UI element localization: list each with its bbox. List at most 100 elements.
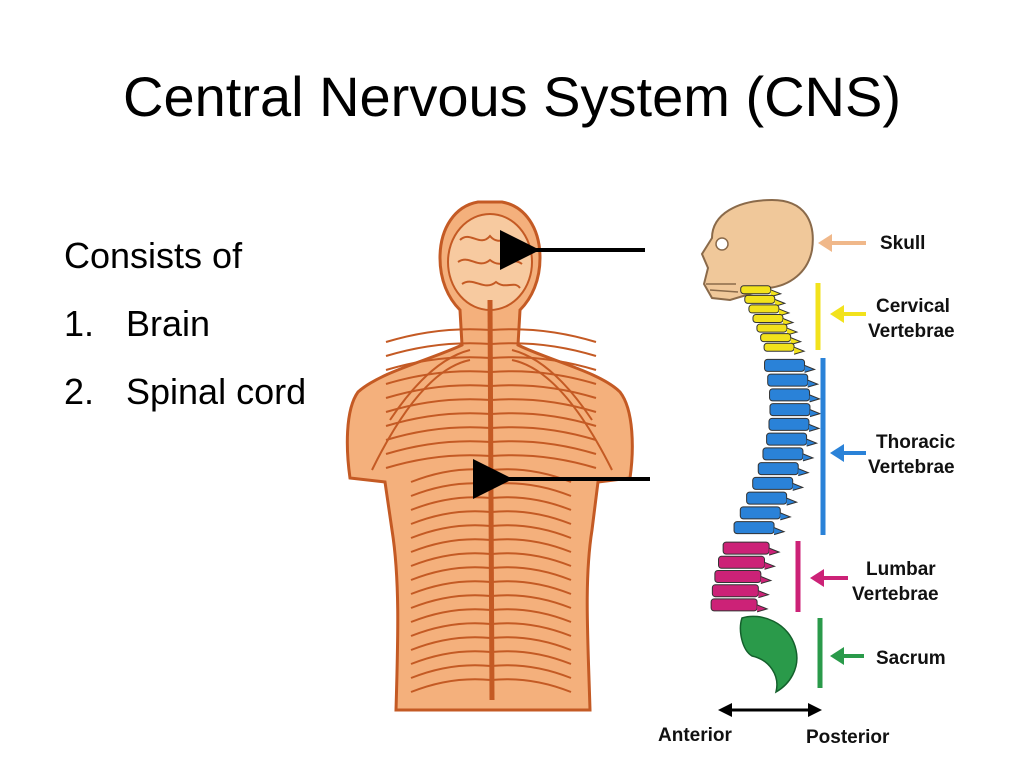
vertebra-process (792, 482, 805, 491)
cervical-arrow (830, 305, 866, 323)
vertebra (739, 506, 781, 520)
vertebra-process (798, 468, 810, 477)
skull-eye-socket (715, 237, 729, 251)
vertebra-process (802, 453, 815, 462)
bullet-list: Consists of 1.Brain 2.Spinal cord (64, 222, 306, 426)
item-number: 2. (64, 371, 95, 412)
nerve-branch (490, 622, 572, 637)
nerve-branch (490, 356, 597, 371)
vertebra (752, 476, 794, 490)
nerve-branch (371, 359, 471, 471)
vertebra (748, 304, 780, 314)
spinal-nerves (371, 328, 613, 693)
anterior-label: Anterior (658, 725, 733, 746)
vertebra (760, 333, 792, 343)
nerve-branch (490, 650, 572, 665)
vertebra (746, 491, 788, 505)
vertebra-process (808, 423, 821, 432)
nerve-branch (385, 384, 492, 399)
vertebra (740, 285, 772, 295)
nerve-branch (490, 678, 572, 693)
cervical-label-line2: Vertebrae (868, 321, 955, 342)
cervical-label-line1: Cervical (876, 296, 950, 317)
nerve-branch (410, 566, 492, 581)
vertebra (762, 447, 804, 461)
vertebra-process (764, 561, 777, 570)
nerve-branch (490, 608, 572, 623)
nerve-branch (385, 454, 492, 469)
intro-line: Consists of (64, 235, 243, 276)
vertebra-process (809, 409, 822, 418)
vertebra (767, 373, 809, 387)
vertebra-process (756, 604, 769, 613)
anterior-posterior-arrow (718, 703, 822, 717)
vertebra-process (790, 337, 803, 346)
vertebra (714, 570, 762, 583)
nerve-branch (410, 608, 492, 623)
nerve-branch (410, 580, 492, 595)
nerve-branch (410, 552, 492, 567)
body-nervous-figure (345, 200, 634, 712)
nerve-branch (511, 349, 593, 421)
spinal-cord (487, 299, 495, 701)
item-number: 1. (64, 303, 95, 344)
nerve-branch (385, 440, 492, 455)
nerve-branch (385, 328, 492, 343)
nerve-branch (490, 370, 597, 385)
skull-jaw (706, 283, 739, 293)
posterior-label: Posterior (806, 727, 890, 748)
nerve-branch (410, 678, 492, 693)
vertebra (769, 388, 811, 402)
vertebra-process (793, 346, 806, 355)
nerve-branch (490, 664, 572, 679)
skull (700, 198, 814, 302)
nerve-branch (490, 440, 597, 455)
lumbar-label-line2: Vertebrae (852, 584, 939, 605)
nerve-branch (490, 426, 597, 441)
vertebra (710, 598, 758, 612)
vertebra (756, 323, 788, 333)
lumbar-label-line1: Lumbar (866, 559, 936, 580)
spine-diagram (700, 198, 822, 694)
sacrum-label: Sacrum (876, 648, 946, 669)
nerve-branch (410, 664, 492, 679)
nerve-branch (490, 580, 572, 595)
nerve-branch (490, 552, 572, 567)
vertebra-process (807, 379, 820, 388)
nerve-branch (490, 538, 572, 553)
nerve-branch (490, 524, 572, 539)
vertebra (766, 432, 808, 446)
vertebra-process (760, 576, 773, 584)
skull-arrow (818, 234, 866, 252)
slide-title: Central Nervous System (CNS) (123, 65, 901, 128)
vertebra (711, 584, 759, 598)
vertebra-process (758, 590, 770, 599)
vertebra (757, 462, 799, 476)
vertebral-column (710, 285, 822, 613)
nerve-branch (410, 510, 492, 525)
vertebra (764, 358, 806, 372)
vertebra-process (786, 497, 799, 506)
vertebra-process (806, 438, 819, 447)
vertebra (733, 521, 775, 535)
nerve-branch (490, 636, 572, 651)
vertebra-process (768, 547, 781, 556)
nerve-branch (490, 566, 572, 581)
nerve-branch (490, 328, 597, 343)
skull-label: Skull (880, 233, 925, 254)
vertebra-process (780, 512, 792, 521)
nerve-branch (490, 384, 597, 399)
list-item: 2.Spinal cord (64, 358, 306, 426)
nerve-branch (385, 342, 492, 357)
sacrum-bone (739, 615, 798, 694)
vertebra (752, 314, 784, 323)
vertebra (722, 541, 770, 555)
sacrum-arrow (830, 647, 864, 665)
vertebra-process (809, 394, 822, 403)
nerve-branch (385, 370, 492, 385)
list-item: 1.Brain (64, 290, 306, 358)
nerve-branch (410, 622, 492, 637)
thoracic-arrow (830, 444, 866, 462)
vertebra (768, 417, 810, 431)
